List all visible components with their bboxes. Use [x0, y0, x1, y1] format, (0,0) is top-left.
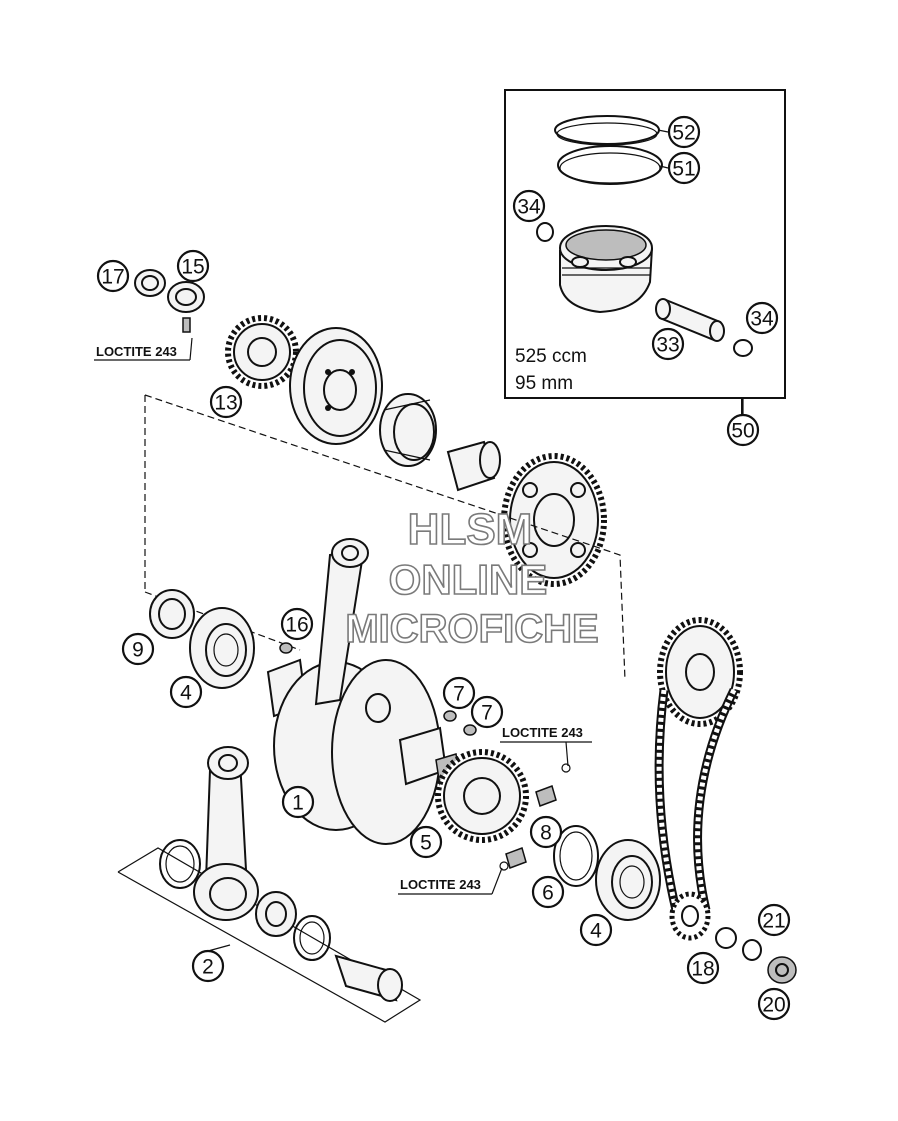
bore-text: 95 mm	[515, 373, 573, 394]
svg-text:8: 8	[540, 822, 552, 845]
svg-text:2: 2	[202, 956, 214, 979]
screw-small	[182, 317, 191, 333]
part-label-1: 1	[281, 785, 315, 819]
assembly-line-diagonal	[144, 394, 626, 681]
circlip-top	[536, 222, 554, 242]
callout-leaders	[207, 129, 744, 952]
needle-bearing-small	[446, 440, 501, 492]
connecting-rod	[193, 746, 259, 921]
nut-20	[767, 956, 797, 984]
wrist-pin	[655, 298, 725, 342]
svg-text:15: 15	[181, 256, 204, 279]
svg-text:16: 16	[285, 614, 308, 637]
circlip-18	[715, 927, 737, 949]
svg-text:7: 7	[481, 702, 493, 725]
svg-text:50: 50	[731, 420, 754, 443]
loctite-note-3: LOCTITE 243	[398, 867, 503, 895]
svg-text:51: 51	[672, 158, 695, 181]
svg-text:MICROFICHE: MICROFICHE	[345, 607, 598, 651]
svg-text:21: 21	[762, 910, 785, 933]
svg-text:13: 13	[214, 392, 237, 415]
svg-text:7: 7	[453, 683, 465, 706]
svg-text:4: 4	[180, 682, 192, 705]
svg-text:20: 20	[762, 994, 785, 1017]
bolt-8	[535, 763, 571, 807]
part-label-4-right: 4	[579, 913, 613, 947]
svg-text:34: 34	[517, 196, 541, 219]
needle-bearing-rod	[255, 891, 297, 937]
part-label-6: 6	[531, 875, 565, 909]
part-label-7-b: 7	[470, 695, 504, 729]
part-label-33: 33	[651, 327, 685, 361]
part-label-16: 16	[280, 607, 314, 641]
part-label-34-right: 34	[745, 301, 779, 335]
svg-text:52: 52	[672, 122, 695, 145]
crank-pin	[334, 954, 403, 1002]
con-rod-kit-bracket	[117, 847, 422, 1023]
timing-chain	[654, 688, 739, 912]
piston-ring-second	[557, 145, 663, 185]
bearing-15	[167, 281, 205, 313]
part-label-52: 52	[667, 115, 701, 149]
part-label-7-a: 7	[442, 676, 476, 710]
timing-gear-5	[435, 749, 529, 843]
svg-text:LOCTITE 243: LOCTITE 243	[400, 877, 481, 892]
washer-rod-right	[293, 915, 331, 961]
svg-text:6: 6	[542, 882, 554, 905]
starter-gear	[501, 453, 607, 587]
part-label-18: 18	[686, 951, 720, 985]
part-label-21: 21	[757, 903, 791, 937]
part-label-4-left: 4	[169, 675, 203, 709]
part-label-9: 9	[121, 632, 155, 666]
piston	[559, 225, 653, 314]
svg-text:5: 5	[420, 832, 432, 855]
svg-text:HLSM: HLSM	[408, 505, 533, 554]
loctite-note-1: LOCTITE 243	[94, 337, 193, 361]
bolt-lower	[499, 847, 527, 871]
flywheel	[289, 327, 383, 445]
washer-rod-left	[159, 839, 201, 889]
part-label-15: 15	[176, 249, 210, 283]
cam-sprocket	[657, 617, 743, 727]
displacement-text: 525 ccm	[515, 346, 587, 367]
svg-text:ONLINE: ONLINE	[389, 556, 548, 603]
woodruff-keys-7	[443, 710, 477, 736]
needle-bearing-large	[379, 393, 437, 467]
woodruff-key-16	[279, 642, 293, 654]
svg-text:34: 34	[750, 308, 774, 331]
gear-13	[225, 315, 299, 389]
svg-text:1: 1	[292, 792, 304, 815]
part-label-34-top: 34	[512, 189, 546, 223]
piston-kit-box: 525 ccm 95 mm	[504, 89, 786, 415]
svg-text:18: 18	[691, 958, 714, 981]
seal-17	[134, 269, 166, 297]
part-label-2: 2	[191, 949, 225, 983]
svg-text:9: 9	[132, 639, 144, 662]
part-label-51: 51	[667, 151, 701, 185]
part-label-17: 17	[96, 259, 130, 293]
crank-sprocket	[669, 891, 711, 941]
main-bearing-right	[595, 839, 661, 921]
watermark: HLSM ONLINE MICROFICHE	[345, 504, 600, 652]
washer-6	[553, 825, 599, 887]
part-label-13: 13	[209, 385, 243, 419]
main-bearing-left	[189, 607, 255, 689]
circlip-bottom	[733, 339, 753, 357]
svg-text:LOCTITE 243: LOCTITE 243	[96, 344, 177, 359]
part-label-50: 50	[726, 413, 760, 447]
washer-21	[742, 939, 762, 961]
part-label-5: 5	[409, 825, 443, 859]
part-label-20: 20	[757, 987, 791, 1021]
part-label-8: 8	[529, 815, 563, 849]
loctite-note-2: LOCTITE 243	[500, 725, 592, 767]
svg-text:17: 17	[101, 266, 124, 289]
seal-9	[149, 589, 195, 639]
svg-text:4: 4	[590, 920, 602, 943]
svg-text:LOCTITE 243: LOCTITE 243	[502, 725, 583, 740]
svg-text:33: 33	[656, 334, 679, 357]
